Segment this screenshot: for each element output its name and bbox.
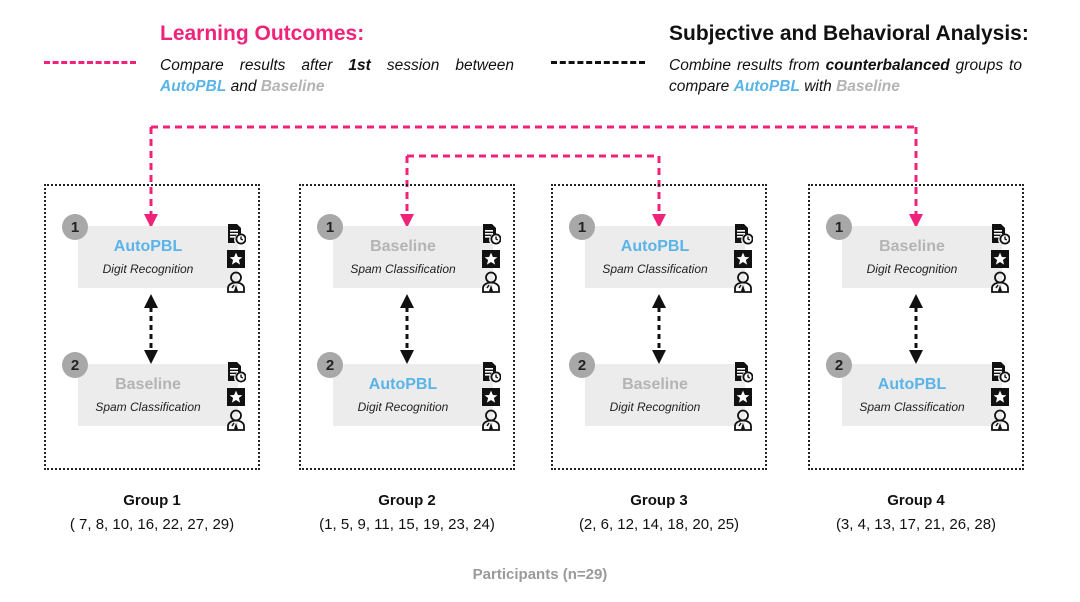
session-1-card: 1 Baseline Digit Recognition [826,214,1010,293]
session-task: Spam Classification [859,400,965,414]
group-2-box: 1 Baseline Spam Classification 2 AutoPBL… [299,184,515,470]
group-label: Group 1 [123,492,181,509]
session-condition: Baseline [879,238,945,255]
session-condition: AutoPBL [620,238,690,255]
learning-arrowhead-group-4 [909,214,923,228]
learning-outcomes-title: Learning Outcomes: [160,22,365,45]
session-condition: Baseline [370,238,436,255]
session-icons [990,223,1012,293]
session-task: Spam Classification [602,262,708,276]
group-4-box: 1 Baseline Digit Recognition 2 AutoPBL S… [808,184,1024,470]
session-icons [226,223,248,293]
group-1-box: 1 AutoPBL Digit Recognition 2 Baseline S… [44,184,260,470]
session-2-card: 2 AutoPBL Digit Recognition [317,352,501,431]
within-group-arrow-4 [909,294,923,364]
session-number-badge: 1 [62,214,88,240]
session-icons [226,361,248,431]
learning-outcomes-legend-line [44,61,136,64]
session-task: Digit Recognition [866,262,958,276]
session-condition: AutoPBL [113,238,183,255]
participants-footer: Participants (n=29) [472,566,608,583]
session-2-card: 2 Baseline Digit Recognition [569,352,753,431]
group-3-box: 1 AutoPBL Spam Classification 2 Baseline… [551,184,767,470]
session-number-badge: 1 [569,214,595,240]
session-icons [481,223,503,293]
group-participants: ( 7, 8, 10, 16, 22, 27, 29) [69,516,235,533]
session-2-card: 2 Baseline Spam Classification [62,352,246,431]
session-number-badge: 1 [317,214,343,240]
session-number-badge: 2 [62,352,88,378]
group-participants: (2, 6, 12, 14, 18, 20, 25) [578,516,740,533]
session-icons [990,361,1012,431]
within-group-arrow-3 [652,294,666,364]
group-participants: (1, 5, 9, 11, 15, 19, 23, 24) [319,516,495,533]
session-task: Spam Classification [95,400,201,414]
learning-outcomes-description: Compare results after 1st session betwee… [160,57,514,95]
session-1-card: 1 Baseline Spam Classification [317,214,501,293]
subjective-analysis-legend-line [551,61,645,64]
session-number-badge: 2 [569,352,595,378]
session-task: Digit Recognition [357,400,449,414]
session-condition: AutoPBL [877,376,947,393]
session-icons [733,223,755,293]
session-number-badge: 1 [826,214,852,240]
session-icons [481,361,503,431]
session-1-card: 1 AutoPBL Spam Classification [569,214,753,293]
session-number-badge: 2 [826,352,852,378]
session-condition: Baseline [622,376,688,393]
group-participants: (3, 4, 13, 17, 21, 26, 28) [835,516,997,533]
session-number-badge: 2 [317,352,343,378]
within-group-arrow-1 [144,294,158,364]
learning-arrowhead-group-1 [144,214,158,228]
subjective-analysis-title: Subjective and Behavioral Analysis: [669,22,1029,45]
session-2-card: 2 AutoPBL Spam Classification [826,352,1010,431]
session-task: Digit Recognition [102,262,194,276]
session-1-card: 1 AutoPBL Digit Recognition [62,214,246,293]
session-task: Spam Classification [350,262,456,276]
group-label: Group 2 [378,492,436,509]
learning-arrowhead-group-2 [400,214,414,228]
session-condition: AutoPBL [368,376,438,393]
learning-arrowhead-group-3 [652,214,666,228]
subjective-analysis-description: Combine results from counterbalanced gro… [669,57,1022,95]
session-icons [733,361,755,431]
within-group-arrow-2 [400,294,414,364]
group-label: Group 3 [630,492,688,509]
session-task: Digit Recognition [609,400,701,414]
group-label: Group 4 [887,492,945,509]
session-condition: Baseline [115,376,181,393]
